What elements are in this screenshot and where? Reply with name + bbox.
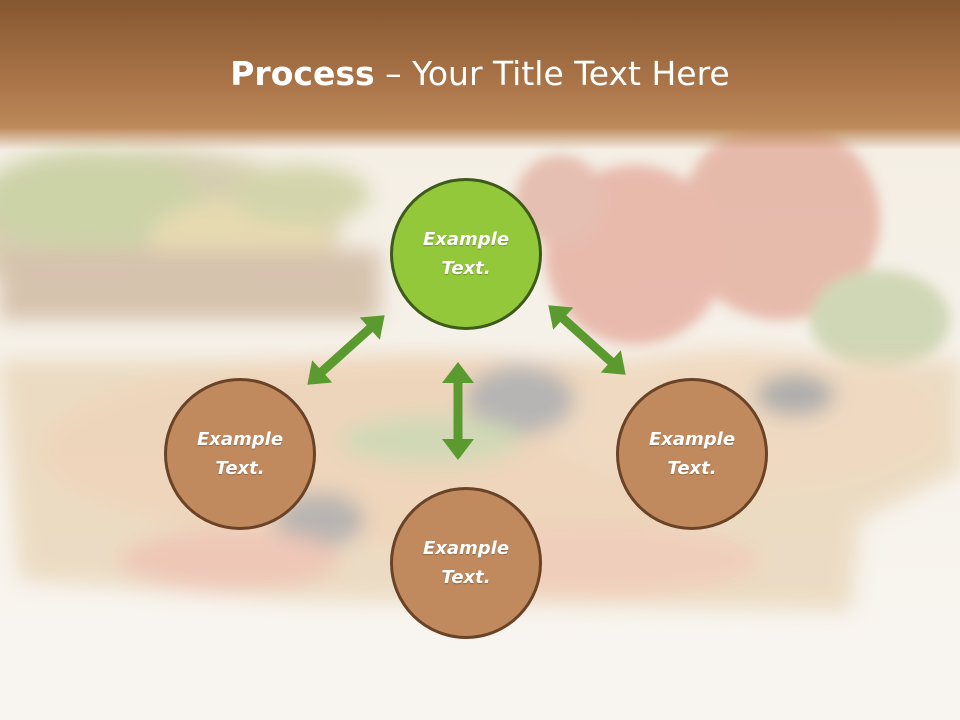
double-arrow-vertical [442, 362, 474, 460]
process-node-left: Example Text. [164, 378, 316, 530]
double-arrow-right [548, 305, 626, 375]
header-band [0, 0, 960, 150]
process-node-bottom: Example Text. [390, 487, 542, 639]
double-arrow-left [307, 315, 385, 385]
node-label: Example Text. [422, 229, 510, 279]
node-label: Example Text. [422, 538, 510, 588]
node-label: Example Text. [648, 429, 736, 479]
title-bold: Process [230, 54, 375, 93]
process-node-right: Example Text. [616, 378, 768, 530]
page-title: Process – Your Title Text Here [0, 52, 960, 96]
title-rest: – Your Title Text Here [374, 54, 730, 93]
process-node-top: Example Text. [390, 178, 542, 330]
node-label: Example Text. [196, 429, 284, 479]
